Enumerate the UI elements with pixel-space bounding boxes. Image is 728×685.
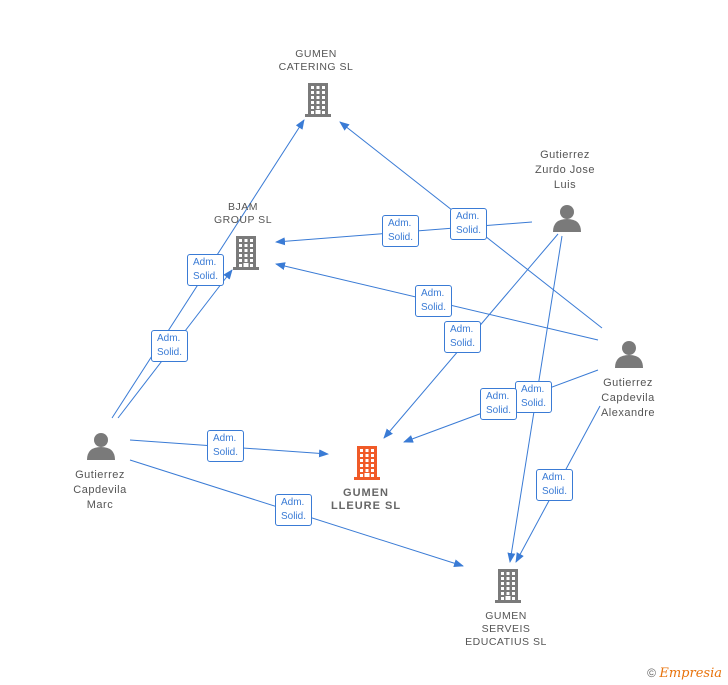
role-line: Adm. <box>193 257 217 268</box>
copyright-symbol: © <box>647 666 657 680</box>
role-box-alexandre-lleure[interactable]: Adm. Solid. <box>480 388 518 420</box>
node-label-gumen-catering[interactable]: GUMEN CATERING SL <box>266 48 366 74</box>
node-label-line: LLEURE SL <box>330 500 402 512</box>
role-line: Adm. <box>213 433 237 444</box>
node-label-line: Capdevila <box>601 392 655 404</box>
role-box-zurdo-serveis[interactable]: Adm. Solid. <box>515 381 553 413</box>
node-label-line: Gutierrez <box>540 149 590 161</box>
node-label-line: GUMEN <box>485 610 527 622</box>
building-icon[interactable] <box>305 83 331 117</box>
brand-logo[interactable]: Empresia <box>659 666 722 681</box>
building-icon[interactable] <box>495 569 521 603</box>
person-icon[interactable] <box>553 205 581 232</box>
role-line: Adm. <box>456 211 480 222</box>
person-icon[interactable] <box>87 433 115 460</box>
role-line: Solid. <box>193 271 219 282</box>
role-line: Adm. <box>388 218 412 229</box>
person-icon[interactable] <box>615 341 643 368</box>
building-icon[interactable] <box>354 446 380 480</box>
node-label-gutierrez-zurdo[interactable]: Gutierrez Zurdo Jose Luis <box>515 148 615 193</box>
node-label-gutierrez-alexandre[interactable]: Gutierrez Capdevila Alexandre <box>578 376 678 421</box>
node-label-line: GUMEN <box>343 487 389 499</box>
node-label-bjam-group[interactable]: BJAM GROUP SL <box>198 201 288 227</box>
role-box-alexandre-bjam[interactable]: Adm. Solid. <box>415 285 453 317</box>
role-box-alexandre-catering[interactable]: Adm. Solid. <box>450 208 488 240</box>
role-box-marc-catering[interactable]: Adm. Solid. <box>151 330 189 362</box>
role-line: Adm. <box>542 472 566 483</box>
node-label-line: Zurdo Jose <box>534 164 596 176</box>
node-label-line: BJAM <box>227 201 258 213</box>
role-line: Solid. <box>421 302 447 313</box>
role-box-marc-bjam[interactable]: Adm. Solid. <box>187 254 225 286</box>
node-label-line: Capdevila <box>73 484 127 496</box>
role-line: Solid. <box>281 511 307 522</box>
building-icon[interactable] <box>233 236 259 270</box>
role-line: Solid. <box>486 405 512 416</box>
node-label-gutierrez-marc[interactable]: Gutierrez Capdevila Marc <box>50 468 150 513</box>
role-box-zurdo-lleure[interactable]: Adm. Solid. <box>444 321 482 353</box>
node-label-line: EDUCATIUS SL <box>465 636 547 648</box>
node-label-gumen-serveis[interactable]: GUMEN SERVEIS EDUCATIUS SL <box>450 610 562 649</box>
node-label-line: Gutierrez <box>75 469 125 481</box>
role-line: Solid. <box>157 347 183 358</box>
role-line: Adm. <box>281 497 305 508</box>
role-box-marc-serveis[interactable]: Adm. Solid. <box>275 494 313 526</box>
role-box-zurdo-bjam[interactable]: Adm. Solid. <box>382 215 420 247</box>
node-label-gumen-lleure[interactable]: GUMEN LLEURE SL <box>316 487 416 513</box>
role-line: Solid. <box>388 232 414 243</box>
node-label-line: CATERING SL <box>278 61 354 73</box>
role-line: Adm. <box>157 333 181 344</box>
role-box-marc-lleure[interactable]: Adm. Solid. <box>207 430 245 462</box>
node-label-line: Luis <box>553 179 577 191</box>
role-line: Solid. <box>521 398 547 409</box>
role-line: Solid. <box>542 486 568 497</box>
node-label-line: SERVEIS <box>481 623 531 635</box>
node-label-line: Alexandre <box>600 407 656 419</box>
node-label-line: Gutierrez <box>603 377 653 389</box>
footer-copyright: © Empresia <box>647 666 722 681</box>
node-label-line: GUMEN <box>295 48 337 60</box>
role-line: Adm. <box>521 384 545 395</box>
role-line: Solid. <box>456 225 482 236</box>
node-label-line: GROUP SL <box>213 214 273 226</box>
role-line: Adm. <box>421 288 445 299</box>
role-line: Adm. <box>486 391 510 402</box>
role-box-alexandre-serveis[interactable]: Adm. Solid. <box>536 469 574 501</box>
role-line: Adm. <box>450 324 474 335</box>
role-line: Solid. <box>213 447 239 458</box>
node-label-line: Marc <box>86 499 114 511</box>
role-line: Solid. <box>450 338 476 349</box>
